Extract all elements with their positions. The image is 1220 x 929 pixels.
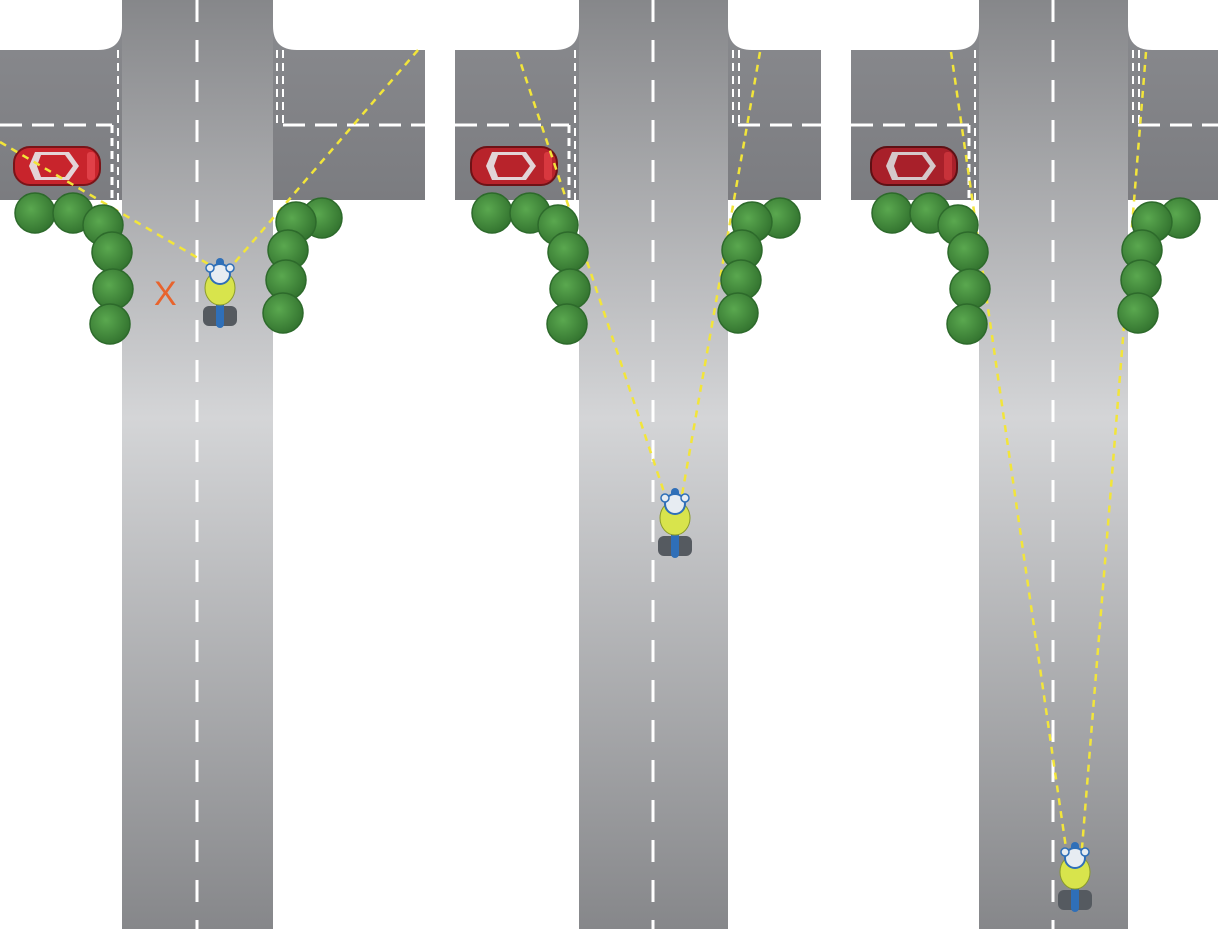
- tree-icon: [946, 303, 988, 345]
- tree-icon: [717, 292, 759, 334]
- tree-cluster-right: [1117, 197, 1201, 334]
- sight-lines: [0, 49, 419, 270]
- panel-1: X: [0, 0, 425, 929]
- tree-icon: [262, 292, 304, 334]
- tree-icon: [89, 303, 131, 345]
- tree-cluster-right: [262, 197, 343, 334]
- motorcycle-rider-icon: [658, 488, 692, 558]
- tree-icon: [947, 231, 989, 273]
- lane-markings: [851, 0, 1218, 929]
- motorcycle-rider-icon: [203, 258, 237, 328]
- car-icon: [870, 146, 958, 186]
- tree-icon: [471, 192, 513, 234]
- tree-cluster-left: [471, 192, 591, 345]
- tree-icon: [549, 268, 591, 310]
- tree-icon: [871, 192, 913, 234]
- tree-cluster-right: [717, 197, 801, 334]
- sight-lines: [949, 51, 1148, 849]
- tree-icon: [546, 303, 588, 345]
- lane-markings: [455, 0, 821, 929]
- tree-cluster-left: [14, 192, 134, 345]
- motorcycle-rider-icon: [1058, 842, 1092, 912]
- tree-icon: [91, 231, 133, 273]
- panel-2: [455, 0, 821, 929]
- hazard-x-mark: X: [154, 275, 177, 313]
- car-icon: [13, 146, 101, 186]
- tree-icon: [14, 192, 56, 234]
- lane-markings: [0, 0, 425, 929]
- tree-icon: [92, 268, 134, 310]
- tree-icon: [949, 268, 991, 310]
- car-icon: [470, 146, 558, 186]
- tree-icon: [1117, 292, 1159, 334]
- sight-lines: [515, 51, 762, 496]
- tree-icon: [547, 231, 589, 273]
- panel-3: [851, 0, 1218, 929]
- tree-cluster-left: [871, 192, 991, 345]
